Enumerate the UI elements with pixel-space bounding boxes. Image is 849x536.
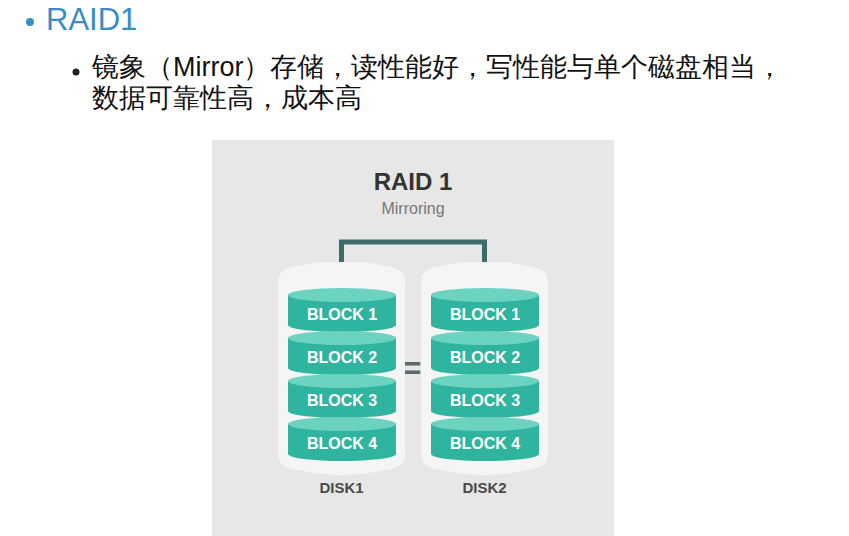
disk-drive: DISK2 BLOCK 1 BLOCK 2 BLOCK 3 BLOCK 4 (421, 262, 548, 506)
equals-sign: = (403, 350, 422, 387)
storage-block: BLOCK 3 (431, 374, 539, 418)
storage-block: BLOCK 1 (431, 288, 539, 332)
slide-title: RAID1 (46, 2, 137, 38)
bullet-dot (26, 18, 34, 26)
block-label: BLOCK 2 (450, 349, 520, 367)
block-label: BLOCK 2 (307, 349, 377, 367)
bullet-dot (73, 69, 80, 76)
storage-block: BLOCK 4 (288, 417, 396, 461)
figure-panel (212, 140, 614, 536)
bullet-text: 镜象（Mirror）存储，读性能好，写性能与单个磁盘相当，数据可靠性高，成本高 (92, 52, 810, 114)
figure-title: RAID 1 (374, 168, 453, 196)
disk-drive: DISK1 BLOCK 1 BLOCK 2 BLOCK 3 BLOCK 4 (278, 262, 405, 506)
block-label: BLOCK 3 (307, 392, 377, 410)
storage-block: BLOCK 3 (288, 374, 396, 418)
block-label: BLOCK 1 (450, 306, 520, 324)
storage-block: BLOCK 1 (288, 288, 396, 332)
figure-subtitle: Mirroring (381, 200, 444, 218)
disk-label: DISK2 (462, 479, 506, 496)
storage-block: BLOCK 4 (431, 417, 539, 461)
storage-block: BLOCK 2 (288, 331, 396, 375)
disk-label: DISK1 (319, 479, 363, 496)
block-label: BLOCK 3 (450, 392, 520, 410)
block-label: BLOCK 1 (307, 306, 377, 324)
block-label: BLOCK 4 (307, 435, 377, 453)
block-label: BLOCK 4 (450, 435, 520, 453)
storage-block: BLOCK 2 (431, 331, 539, 375)
